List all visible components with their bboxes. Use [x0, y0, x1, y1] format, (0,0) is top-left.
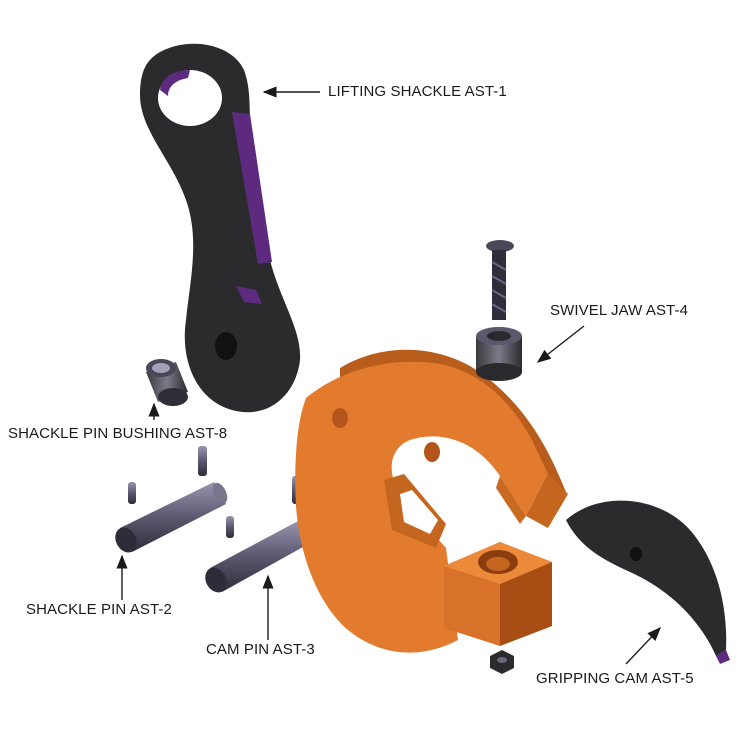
label-gripping-cam: GRIPPING CAM AST-5: [536, 670, 694, 687]
label-swivel-jaw: SWIVEL JAW AST-4: [550, 302, 689, 319]
swivel-jaw-part: [476, 240, 522, 381]
arrow-swivel-jaw: [536, 325, 585, 363]
roll-pins: [128, 446, 301, 538]
label-shackle-pin: SHACKLE PIN AST-2: [26, 601, 172, 618]
gripping-cam-part: [566, 500, 730, 664]
label-cam-pin: CAM PIN AST-3: [206, 641, 315, 658]
nut-part: [490, 650, 514, 674]
lifting-shackle-part: [140, 43, 301, 413]
clamp-body-part: [295, 349, 568, 653]
leader-arrows: [116, 86, 661, 665]
label-lifting-shackle: LIFTING SHACKLE AST-1: [328, 83, 507, 100]
arrow-gripping-cam: [625, 626, 661, 665]
shackle-pin-bushing-part: [146, 359, 188, 406]
label-shackle-pin-bushing: SHACKLE PIN BUSHING AST-8: [8, 425, 228, 442]
shackle-pin-part: [115, 482, 228, 553]
